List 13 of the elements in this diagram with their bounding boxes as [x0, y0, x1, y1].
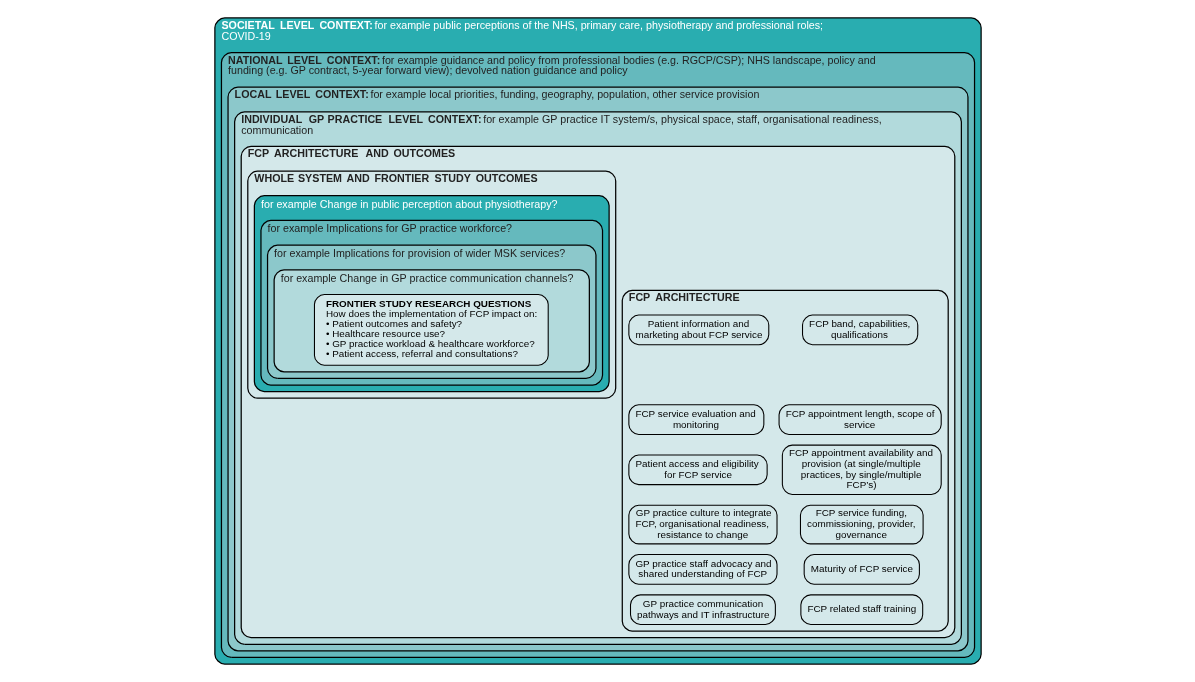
- node-box: Patient information and marketing about FCP service: [627, 314, 769, 346]
- node-box: GP practice culture to integrate FCP, organisational readiness, resistance to change: [627, 504, 778, 545]
- node-box: FCP appointment length, scope of service: [778, 404, 942, 435]
- node-box: FCP service evaluation and monitoring: [627, 404, 764, 435]
- node-box: Patient access and eligibility for FCP service: [627, 454, 768, 486]
- node-box: FCP band, capabilities, qualifications: [801, 314, 918, 346]
- node-box: FCP related staff training: [799, 594, 923, 626]
- node-box: Maturity of FCP service: [803, 554, 920, 585]
- node-box: GP practice staff advocacy and shared understanding of FCP: [627, 554, 778, 585]
- node-box: FRONTIER STUDY RESEARCH QUESTIONS How does the implementation of FCP impact on: • Patient outcomes and safety? • Healthcare resource use? • GP practice workload & healthcare workforce? • Patient access, referral and consultations?: [313, 293, 549, 366]
- node-box: FCP appointment availability and provision (at single/multiple practices, by single/multiple FCP’s): [781, 444, 942, 496]
- node-box: FCP service funding, commissioning, provider, governance: [799, 504, 924, 545]
- node-box: GP practice communication pathways and IT infrastructure: [629, 594, 776, 626]
